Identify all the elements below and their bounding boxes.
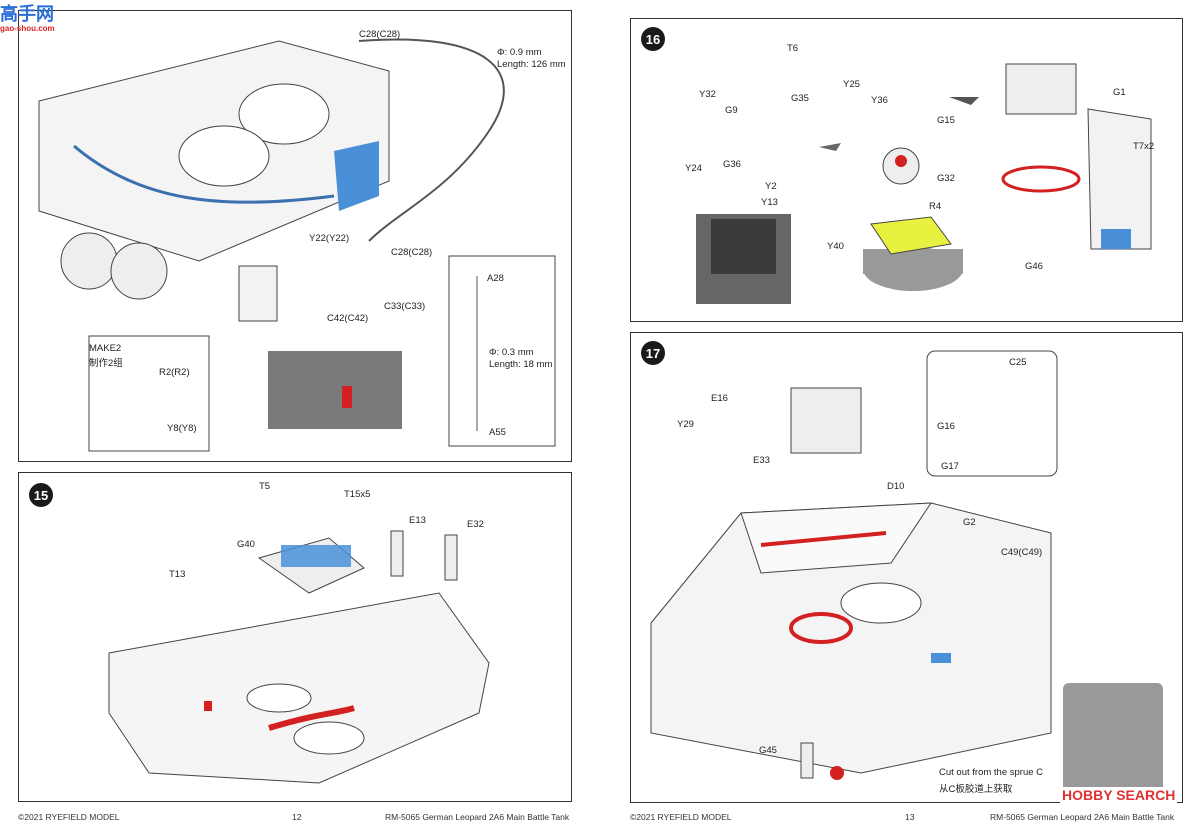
part-label: G46: [1025, 261, 1043, 272]
step-14-illustration: [38, 38, 556, 452]
step-number: 17: [641, 341, 665, 365]
footer-copyright: ©2021 RYEFIELD MODEL: [630, 812, 732, 822]
part-label: Y8(Y8): [167, 423, 197, 434]
step-16-illustration: [696, 63, 1152, 304]
part-label: G35: [791, 93, 809, 104]
part-label: R4: [929, 201, 942, 212]
part-label: Y13: [761, 197, 778, 208]
part-label: C33(C33): [384, 301, 426, 312]
part-label: Y24: [685, 163, 702, 174]
part-label: C28(C28): [359, 29, 401, 40]
part-label: E16: [711, 393, 728, 404]
part-label: C25: [1009, 357, 1027, 368]
footer-title: RM-5065 German Leopard 2A6 Main Battle T…: [385, 812, 570, 822]
part-label: T15x5: [344, 489, 371, 500]
part-label: C49(C49): [1001, 547, 1043, 558]
part-label: E33: [753, 455, 770, 466]
part-label: G1: [1113, 87, 1126, 98]
part-label: R2(R2): [159, 367, 190, 378]
sprue-note: Cut out from the sprue C: [939, 767, 1044, 778]
part-label: Y25: [843, 79, 860, 90]
part-label: C42(C42): [327, 313, 369, 324]
part-label: Y40: [827, 241, 844, 252]
part-label: Φ: 0.9 mm: [497, 47, 542, 58]
step-16-panel: 16 T6 Y32 G9 G35 Y24 G36 Y2 Y13 Y25 Y36 …: [630, 18, 1183, 322]
part-label: G15: [937, 115, 955, 126]
sprue-note-cn: 从C板胶道上获取: [939, 784, 1013, 795]
part-label: T13: [169, 569, 186, 580]
part-label: G16: [937, 421, 955, 432]
step-15-illustration: [108, 530, 490, 784]
step-number: 15: [29, 483, 53, 507]
hobby-search-watermark: HOBBY SEARCH: [1060, 787, 1178, 803]
watermark-logo: 高手网 gao-shou.com: [0, 4, 80, 44]
part-label: Y32: [699, 89, 716, 100]
make-note: MAKE2: [89, 343, 122, 354]
part-label: Length: 18 mm: [489, 359, 553, 370]
step-17-panel: 17 E16 Y29 E33 D10 C25 G16 G17 G2 C49(C4…: [630, 332, 1183, 803]
part-label: Φ: 0.3 mm: [489, 347, 534, 358]
footer-copyright: ©2021 RYEFIELD MODEL: [18, 812, 120, 822]
part-label: E32: [467, 519, 484, 530]
part-label: Y36: [871, 95, 888, 106]
part-label: C28(C28): [391, 247, 433, 258]
part-label: A55: [489, 427, 506, 438]
part-label: G45: [759, 745, 777, 756]
part-label: A28: [487, 273, 504, 284]
part-label: D10: [887, 481, 905, 492]
page-number: 13: [905, 812, 915, 822]
step-14-panel: C28(C28) Φ: 0.9 mm Length: 126 mm Y22(Y2…: [18, 10, 572, 462]
part-label: G17: [941, 461, 959, 472]
watermark-sub: gao-shou.com: [0, 24, 55, 33]
part-label: E13: [409, 515, 426, 526]
step-number: 16: [641, 27, 665, 51]
part-label: T6: [787, 43, 799, 54]
page-number: 12: [292, 812, 302, 822]
part-label: Y22(Y22): [309, 233, 350, 244]
make-note-cn: 制作2组: [89, 358, 123, 369]
part-label: G2: [963, 517, 976, 528]
part-label: Length: 126 mm: [497, 59, 566, 70]
step-15-panel: 15 T5 T15x5 G40 E13 E32 T13: [18, 472, 572, 802]
footer-title: RM-5065 German Leopard 2A6 Main Battle T…: [990, 812, 1175, 822]
part-label: G9: [725, 105, 738, 116]
watermark-text: 高手网: [0, 4, 54, 24]
part-label: Y2: [765, 181, 777, 192]
part-label: G32: [937, 173, 955, 184]
part-label: T5: [259, 481, 271, 492]
part-label: G36: [723, 159, 741, 170]
step-17-illustration: [650, 350, 1163, 793]
part-label: T7x2: [1133, 141, 1155, 152]
part-label: G40: [237, 539, 255, 550]
part-label: Y29: [677, 419, 694, 430]
